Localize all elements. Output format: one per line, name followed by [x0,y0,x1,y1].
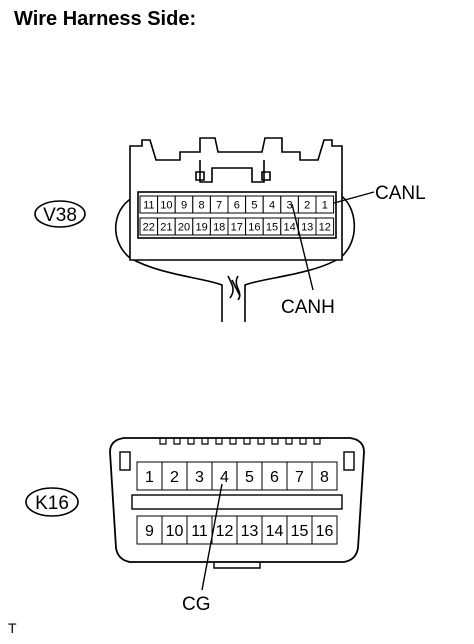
canh-leader-line [291,203,314,291]
pin-number: 1 [145,469,154,486]
pin-number: 5 [251,200,257,212]
pin-number: 13 [241,523,259,540]
v38-wire-twist [227,275,241,301]
pin-cell [161,515,188,545]
k16-bottom-key [213,562,261,569]
footnote: T [8,620,17,636]
pin-number: 20 [178,222,190,234]
pin-cell [315,217,335,236]
v38-id-badge: V38 [34,200,86,228]
pin-number: 19 [195,222,207,234]
pin-number: 8 [320,469,329,486]
k16-center-bar [131,494,343,510]
pin-cell [136,515,163,545]
pin-number: 11 [191,523,208,540]
pin-number: 3 [287,200,293,212]
pin-cell [261,461,288,491]
pin-number: 7 [295,469,304,486]
pin-number: 15 [291,523,309,540]
pin-number: 4 [269,200,275,212]
pin-number: 21 [160,222,172,234]
pin-number: 18 [213,222,225,234]
pin-number: 3 [195,469,204,486]
v38-pin-block [137,191,337,239]
v38-latch-slot-left [195,171,205,181]
canh-label: CANH [281,297,335,318]
pin-cell [136,461,163,491]
k16-left-guide [119,451,131,471]
pin-number: 5 [245,469,254,486]
pin-cell [186,515,213,545]
pin-number: 6 [234,200,240,212]
pin-number: 14 [283,222,295,234]
canl-leader-line [333,191,375,204]
pin-number: 15 [266,222,278,234]
pin-number: 10 [160,200,172,212]
pin-number: 12 [216,523,234,540]
pin-number: 13 [301,222,313,234]
pin-cell [311,515,338,545]
pin-cell [211,515,238,545]
pin-number: 1 [322,200,328,212]
canl-label: CANL [375,183,426,204]
pin-cell [261,515,288,545]
pin-number: 11 [143,200,154,212]
pin-cell [211,461,238,491]
pin-number: 6 [270,469,279,486]
pin-number: 12 [319,222,331,234]
cg-leader-line [201,483,223,591]
k16-right-guide [343,451,355,471]
pin-number: 17 [231,222,243,234]
pin-cell [311,461,338,491]
pin-number: 4 [220,469,229,486]
pin-cell [286,461,313,491]
pin-cell [315,195,335,214]
pin-number: 2 [170,469,179,486]
pin-number: 22 [143,222,155,234]
pin-number: 9 [181,200,187,212]
v38-latch [199,160,265,183]
k16-id-badge: K16 [25,487,79,517]
v38-id-label: V38 [43,205,77,226]
pin-cell [286,515,313,545]
k16-id-label: K16 [35,493,69,514]
pin-number: 8 [199,200,205,212]
pin-number: 9 [145,523,154,540]
pin-number: 2 [304,200,310,212]
connector-k16 [109,437,365,569]
k16-top-notches [159,438,321,445]
page-title: Wire Harness Side: [14,8,197,30]
pin-number: 7 [216,200,222,212]
pin-number: 10 [166,523,184,540]
pin-number: 16 [316,523,334,540]
cg-label: CG [182,594,211,615]
pin-number: 14 [266,523,284,540]
pin-number: 16 [248,222,260,234]
v38-latch-slot-right [261,171,271,181]
